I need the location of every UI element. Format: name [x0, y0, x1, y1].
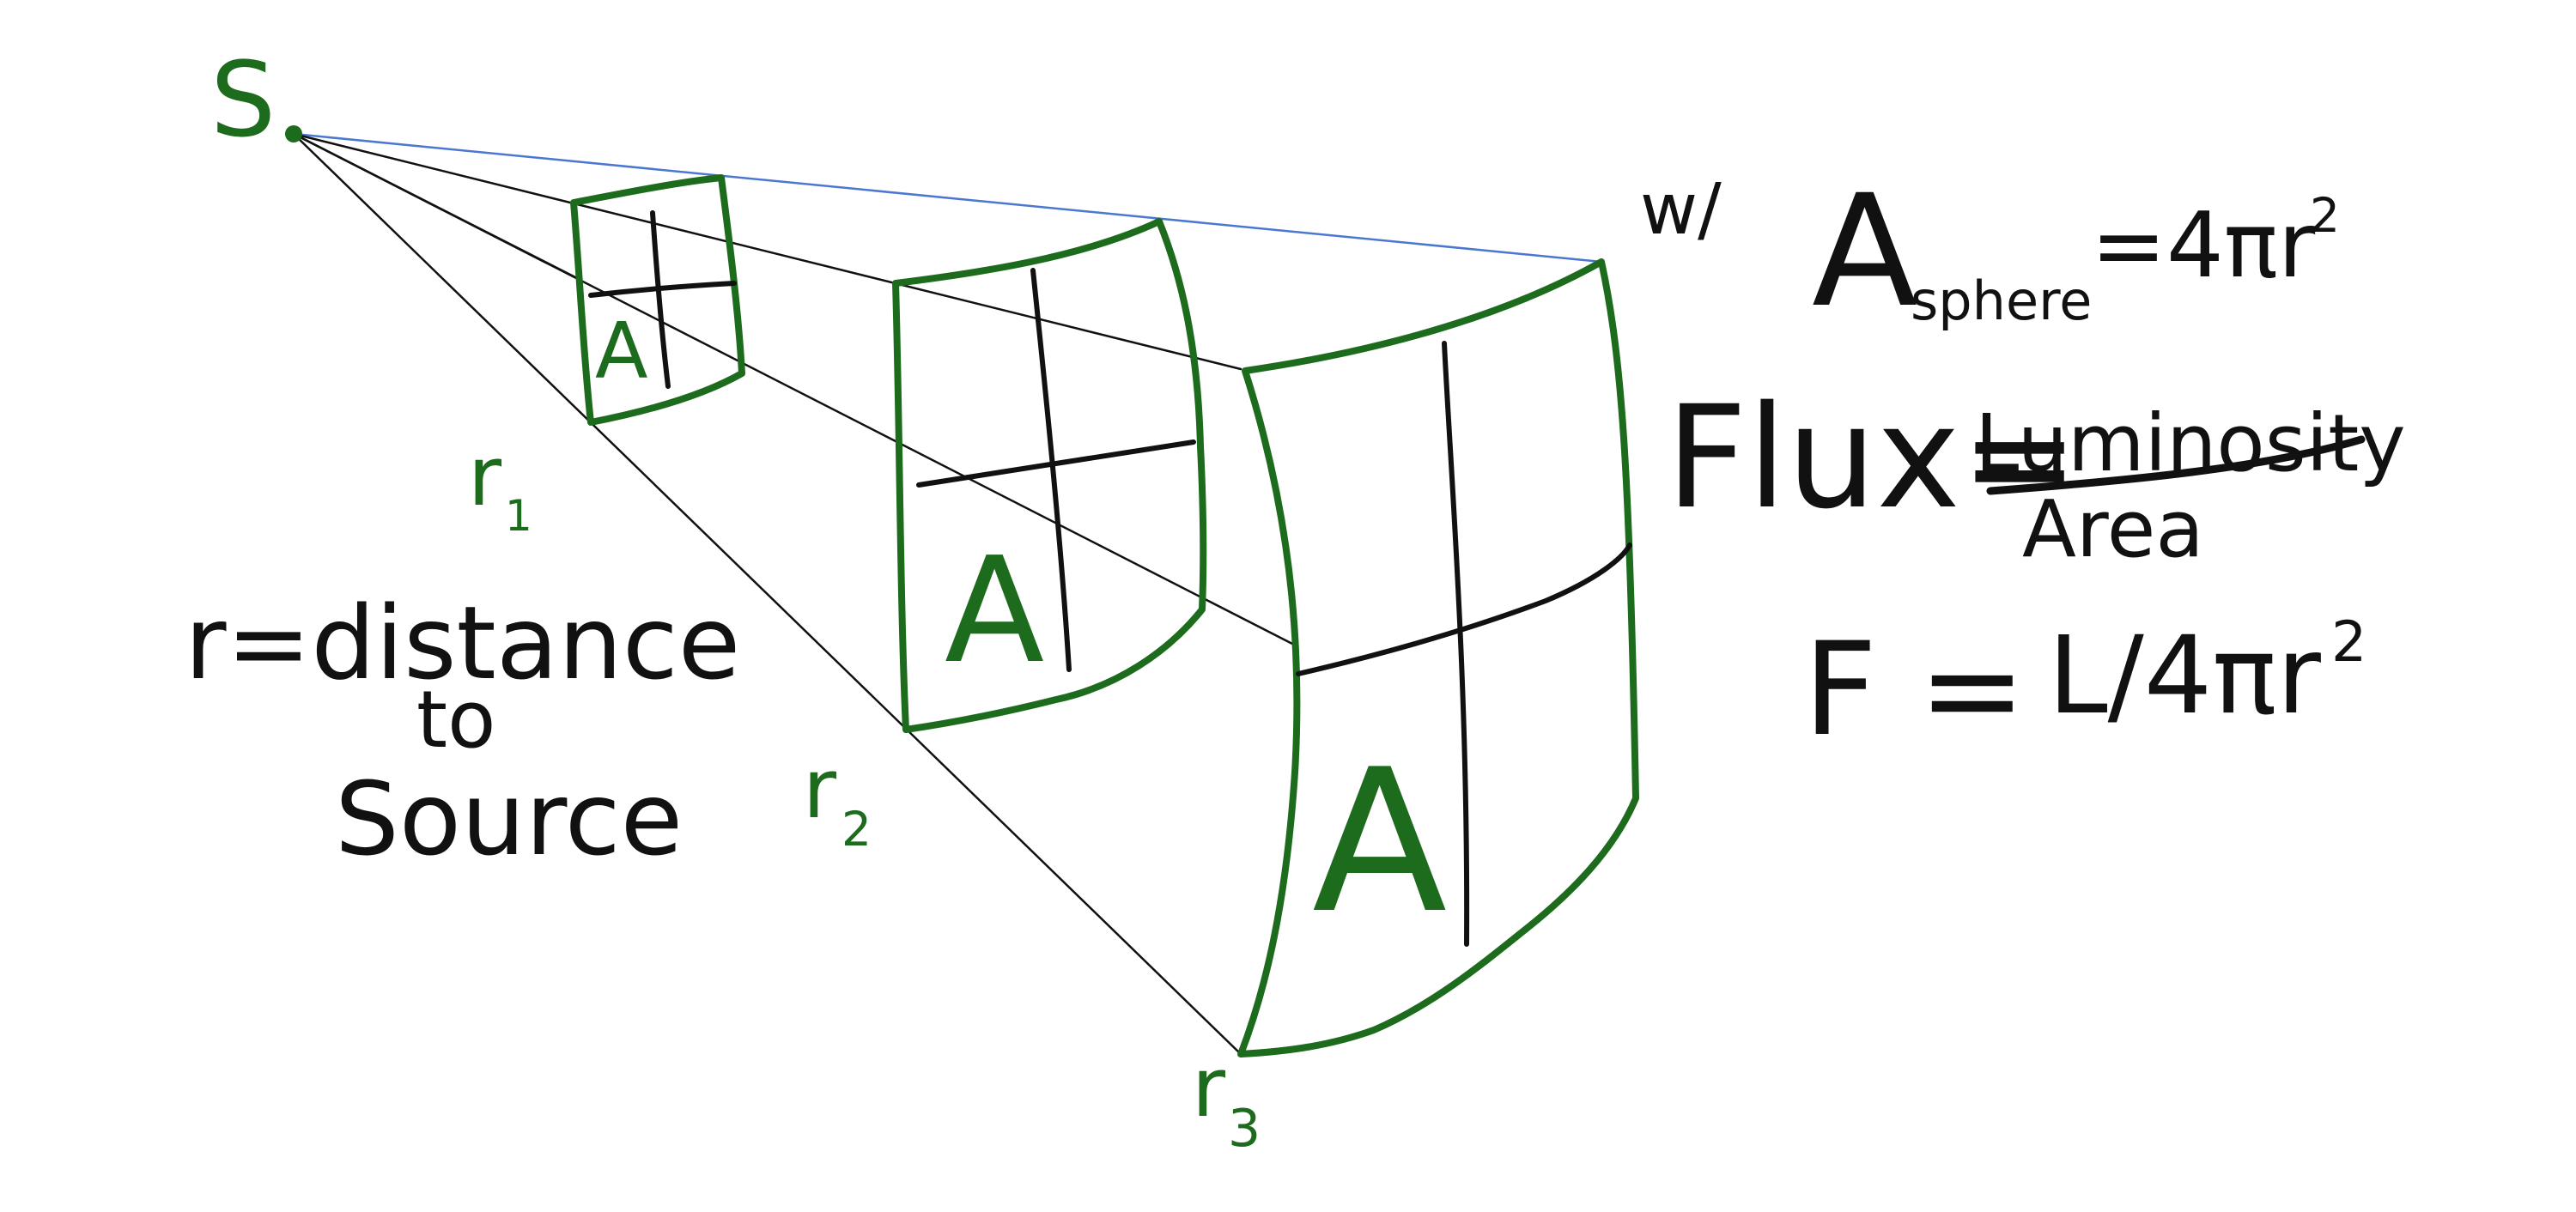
patch-r1-outline — [570, 174, 745, 426]
flux-lhs: Flux= — [1666, 375, 2079, 540]
patch-r2-grid-horizontal — [916, 439, 1196, 488]
patch-r1-grid-horizontal — [588, 281, 737, 298]
area-label-r1: A — [595, 306, 648, 397]
definition-line-2: to — [416, 674, 495, 766]
svg-text:L/4πr: L/4πr — [2048, 614, 2322, 738]
patch-r1-grid-vertical — [650, 210, 671, 389]
svg-text:r: r — [1192, 1041, 1226, 1136]
area-label-r3: A — [1312, 728, 1447, 957]
patch-r3-grid-vertical — [1442, 341, 1470, 947]
projection-rays — [292, 132, 1603, 1056]
area-label-r2: A — [945, 526, 1044, 696]
svg-text:=4πr: =4πr — [2091, 193, 2316, 298]
svg-text:2: 2 — [2310, 188, 2340, 243]
svg-text:sphere: sphere — [1911, 270, 2092, 332]
area-patch-r1 — [570, 174, 745, 426]
svg-text:3: 3 — [1228, 1099, 1261, 1159]
flux-formula: Flux= Luminosity Area — [1666, 375, 2406, 575]
svg-text:r: r — [803, 742, 837, 837]
ray-bottom — [292, 132, 1242, 1056]
patch-r2-outline — [892, 218, 1207, 733]
patch-r2-grid-vertical — [1030, 268, 1072, 672]
flux-result-formula: F = L/4πr 2 — [1803, 610, 2366, 765]
svg-text:r: r — [468, 430, 502, 524]
ray-to-square1-mid — [292, 132, 577, 279]
fraction-bar — [1986, 435, 2366, 495]
definition-line-1: r=distance — [185, 584, 740, 702]
sphere-area-formula: A sphere =4πr 2 — [1812, 162, 2340, 342]
patch-r3-grid-horizontal — [1296, 542, 1632, 676]
patch-r3-outline — [1237, 258, 1639, 1057]
radius-label-r2: r 2 — [803, 742, 872, 857]
source-label: S — [210, 41, 276, 161]
area-patch-r2 — [892, 218, 1207, 733]
svg-text:2: 2 — [841, 802, 872, 857]
source-point — [285, 125, 302, 142]
area-patch-r3 — [1237, 258, 1639, 1057]
ray-top-blue — [292, 132, 1603, 264]
with-label: w/ — [1640, 169, 1722, 251]
radius-label-r1: r 1 — [468, 430, 532, 541]
ray-upper-middle — [292, 132, 1242, 371]
svg-text:A: A — [1812, 162, 1917, 342]
definition-line-3: Source — [335, 760, 683, 878]
svg-text:1: 1 — [505, 491, 532, 541]
flux-denominator: Area — [2022, 483, 2204, 575]
svg-text:F =: F = — [1803, 615, 2026, 765]
svg-text:2: 2 — [2331, 610, 2366, 675]
radius-label-r3: r 3 — [1192, 1041, 1261, 1159]
radius-definition: r=distance to Source — [185, 584, 740, 878]
